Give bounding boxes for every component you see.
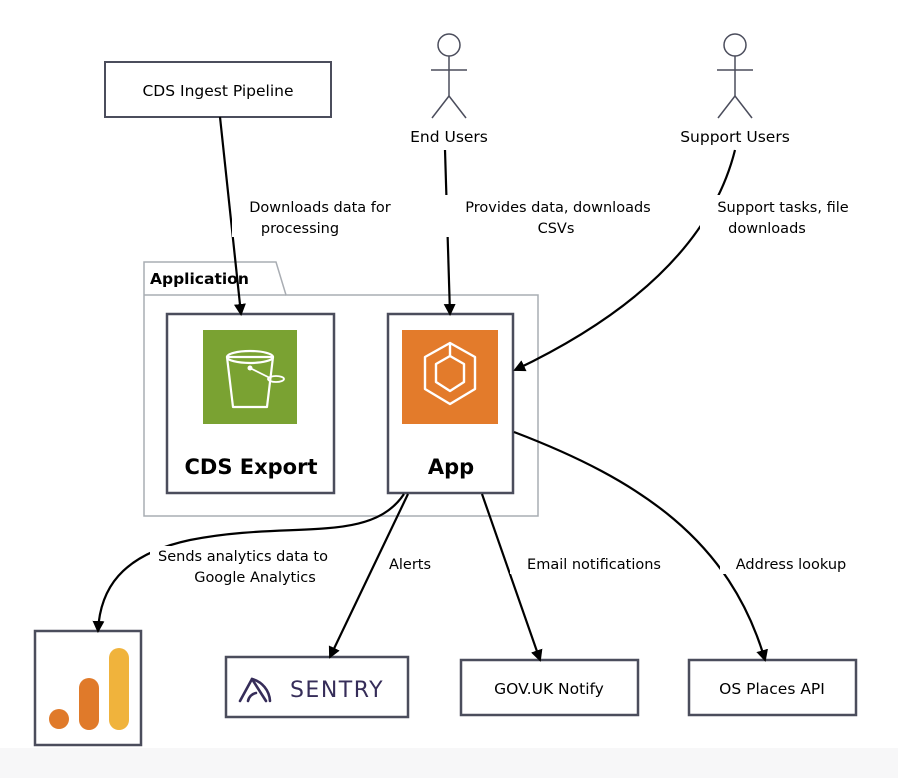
cds-export-node[interactable]: CDS Export	[165, 312, 336, 495]
cds-ingest-pipeline-label: CDS Ingest Pipeline	[142, 82, 293, 100]
google-analytics-icon	[49, 648, 129, 730]
end-users-label: End Users	[410, 128, 488, 146]
edge-support-to-app: Support tasks, file downloads	[513, 149, 868, 372]
edge-app-to-sentry: Alerts	[328, 493, 440, 659]
edge-end-users-label-2: CSVs	[538, 221, 575, 237]
os-places-api-label: OS Places API	[719, 680, 825, 698]
edge-ingest-label-2: processing	[261, 221, 339, 237]
cds-ingest-pipeline-node[interactable]: CDS Ingest Pipeline	[104, 61, 332, 118]
edge-alerts-label: Alerts	[389, 557, 431, 573]
edge-ingest-label-1: Downloads data for	[249, 200, 390, 216]
edge-app-to-notify: Email notifications	[480, 493, 678, 662]
stick-figure-icon	[431, 33, 467, 119]
edge-app-to-analytics: Sends analytics data to Google Analytics	[92, 493, 405, 633]
s3-bucket-icon	[203, 330, 297, 424]
os-places-api-node[interactable]: OS Places API	[687, 658, 858, 717]
sentry-label: SENTRY	[290, 678, 384, 703]
edge-end-users-label-1: Provides data, downloads	[465, 200, 650, 216]
edge-analytics-label-1: Sends analytics data to	[158, 549, 328, 565]
edge-support-label-2: downloads	[728, 221, 806, 237]
bottom-band	[0, 748, 898, 778]
app-node[interactable]: App	[386, 312, 515, 495]
cds-export-label: CDS Export	[184, 455, 317, 479]
edge-email-label: Email notifications	[527, 557, 661, 573]
application-group-label: Application	[150, 270, 249, 288]
sentry-node[interactable]: SENTRY	[224, 655, 410, 719]
end-users-actor[interactable]: End Users	[410, 33, 488, 146]
govuk-notify-label: GOV.UK Notify	[494, 680, 604, 698]
edge-app-to-os-places: Address lookup	[513, 430, 864, 662]
support-users-label: Support Users	[680, 128, 790, 146]
edge-end-users-to-app: Provides data, downloads CSVs	[443, 149, 674, 316]
application-group: Application	[143, 261, 539, 517]
edge-address-label: Address lookup	[736, 557, 846, 573]
support-users-actor[interactable]: Support Users	[680, 33, 790, 146]
edge-ingest-to-export: Downloads data for processing	[218, 116, 410, 316]
edge-analytics-label-2: Google Analytics	[194, 570, 316, 586]
govuk-notify-node[interactable]: GOV.UK Notify	[459, 658, 640, 717]
app-label: App	[428, 455, 474, 479]
sentry-logo-icon	[238, 677, 272, 703]
edge-support-label-1: Support tasks, file	[717, 200, 848, 216]
stick-figure-icon	[717, 33, 753, 119]
google-analytics-node[interactable]	[33, 629, 143, 747]
ecs-container-icon	[402, 330, 498, 424]
